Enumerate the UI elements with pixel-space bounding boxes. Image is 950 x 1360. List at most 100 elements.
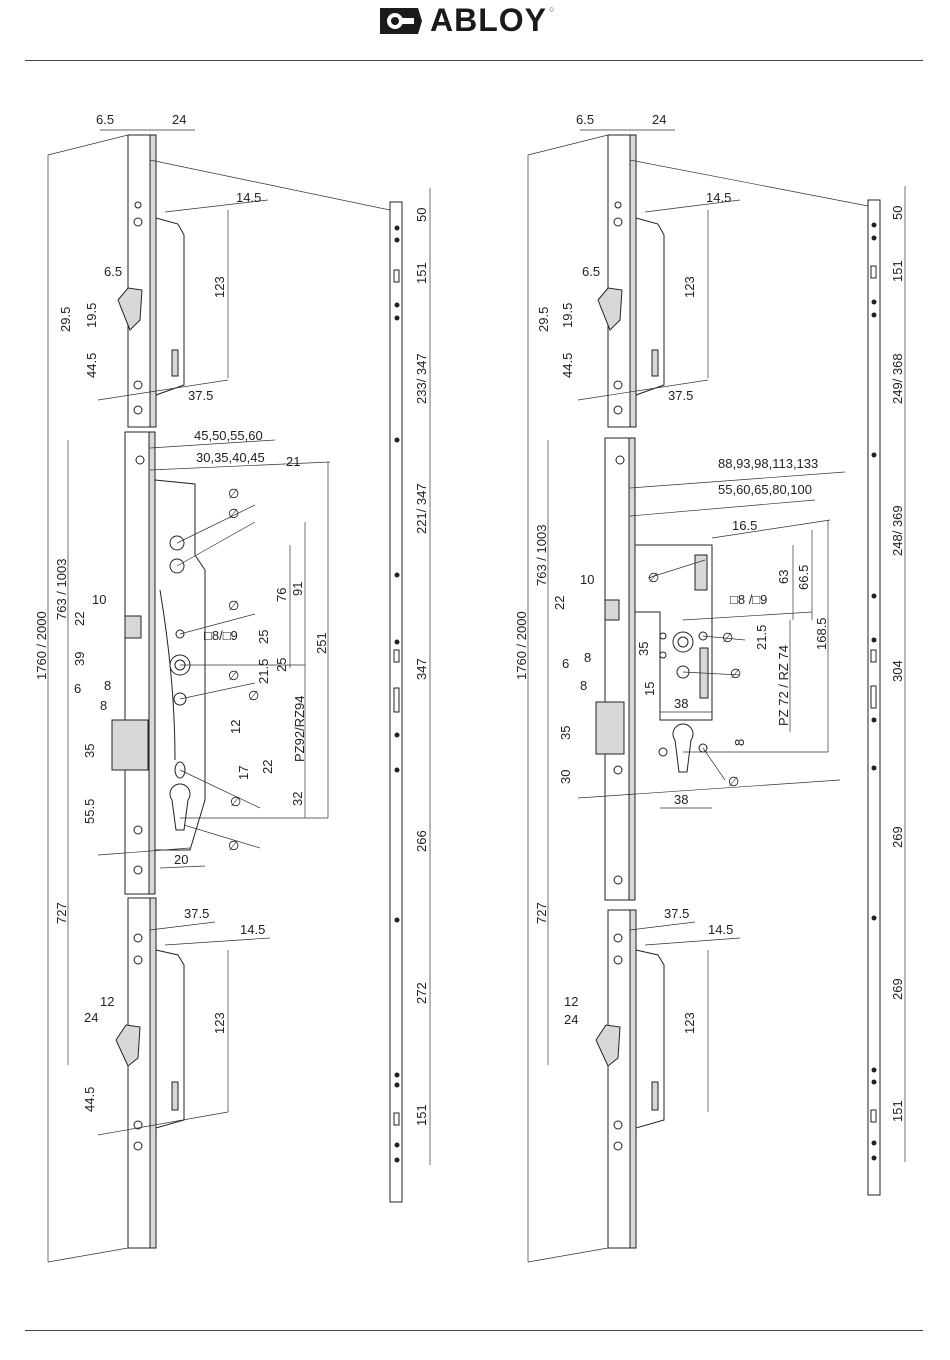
dim-label: 55,60,65,80,100	[718, 482, 812, 497]
right-dimension-labels: 6.5 24 14.5 123 6.5 29.5 19.5 44.5 37.5 …	[514, 112, 905, 1122]
right-latch-bolt	[604, 599, 620, 621]
hole	[871, 637, 877, 643]
diameter-symbol: ∅	[248, 688, 259, 703]
slot	[870, 265, 877, 279]
technical-drawing: 6.5 24 14.5 123 6.5 29.5 19.5 44.5 37.5 …	[34, 112, 906, 1263]
dim-label: 25	[256, 630, 271, 644]
dim-label: 24	[84, 1010, 98, 1025]
profile-label: 151	[890, 260, 905, 282]
hole	[614, 201, 622, 209]
diameter-symbol: ∅	[648, 570, 659, 585]
profile-label: 272	[414, 982, 429, 1004]
left-latch-bolt	[124, 615, 142, 639]
dim-label: 251	[314, 632, 329, 654]
hole	[133, 217, 143, 227]
hole	[613, 933, 623, 943]
left-lock-arc	[159, 589, 176, 761]
hole	[133, 1141, 143, 1151]
hole	[613, 217, 623, 227]
left-dimension-labels: 6.5 24 14.5 123 6.5 29.5 19.5 44.5 37.5 …	[34, 112, 429, 1126]
dim-label: 15	[642, 682, 657, 696]
hole	[659, 651, 667, 659]
hole	[613, 1141, 623, 1151]
dim-label: 168.5	[814, 617, 829, 650]
right-case-window	[694, 554, 708, 591]
abloy-logo: ABLOY ○	[378, 2, 554, 39]
dim-label: 123	[682, 1012, 697, 1034]
leader-line	[179, 682, 256, 700]
dim-label: 19.5	[84, 303, 99, 328]
dim-label: 63	[776, 570, 791, 584]
left-upper-hook	[117, 287, 143, 331]
dim-label: 727	[54, 902, 69, 924]
dim-label: 39	[72, 652, 87, 666]
dim-line	[682, 611, 813, 621]
dim-label: 35	[636, 642, 651, 656]
left-upper-strip-edge	[149, 134, 157, 428]
hole	[133, 380, 143, 390]
right-lower-case	[635, 949, 665, 1129]
registered-mark: ○	[549, 3, 555, 14]
leader-line	[702, 747, 726, 781]
leader-line	[176, 521, 256, 567]
hole	[871, 312, 877, 318]
dim-label: 91	[290, 582, 305, 596]
hole	[394, 1142, 400, 1148]
profile-label: 248/ 369	[890, 505, 905, 556]
dim-line	[527, 1247, 609, 1263]
right-cylinder-profile	[672, 723, 694, 773]
hole	[394, 225, 400, 231]
left-upper-case	[155, 217, 185, 396]
hole	[871, 765, 877, 771]
hole	[394, 1082, 400, 1088]
hole	[613, 380, 623, 390]
diameter-symbol: ∅	[228, 838, 239, 853]
profile-label: 50	[890, 206, 905, 220]
leader-line	[176, 504, 256, 544]
leader-line	[179, 769, 261, 809]
footer-rule	[25, 1330, 923, 1331]
dim-label: 6	[562, 656, 569, 671]
diameter-symbol: ∅	[228, 598, 239, 613]
slot	[870, 685, 877, 709]
hole	[658, 747, 668, 757]
dim-label: 21.5	[754, 625, 769, 650]
hole	[394, 572, 400, 578]
dim-label: 24	[564, 1012, 578, 1027]
leader-line	[647, 559, 706, 579]
right-main-strip-edge	[628, 437, 636, 901]
left-cylinder-profile	[169, 783, 191, 831]
dim-line	[159, 865, 206, 869]
header-rule	[25, 60, 923, 61]
dim-label: 35	[82, 744, 97, 758]
hole	[133, 865, 143, 875]
follower-square	[677, 636, 689, 648]
left-lower-case	[155, 949, 185, 1129]
dim-label: □8 /□9	[730, 592, 767, 607]
hole	[133, 825, 143, 835]
hole	[871, 299, 877, 305]
hole	[394, 732, 400, 738]
right-lower-strip-edge	[629, 909, 637, 1249]
dim-label: 10	[580, 572, 594, 587]
dim-line	[629, 159, 869, 207]
dim-label: 44.5	[84, 353, 99, 378]
dim-label: 123	[212, 276, 227, 298]
dim-line	[577, 779, 841, 799]
dim-label: 763 / 1003	[54, 559, 69, 620]
page-header: ABLOY ○	[0, 0, 950, 62]
hole	[394, 437, 400, 443]
leader-line	[183, 824, 261, 849]
hole	[871, 1140, 877, 1146]
dim-label: 37.5	[184, 906, 209, 921]
dim-line	[711, 519, 831, 539]
dim-label: 8	[580, 678, 587, 693]
dim-label: 8	[100, 698, 107, 713]
right-upper-hook	[597, 287, 623, 331]
dim-label: 8	[584, 650, 591, 665]
hole	[394, 315, 400, 321]
key-emblem-icon	[380, 7, 422, 34]
brand-name: ABLOY	[430, 2, 547, 38]
dim-label: 12	[564, 994, 578, 1009]
hole	[133, 1120, 143, 1130]
